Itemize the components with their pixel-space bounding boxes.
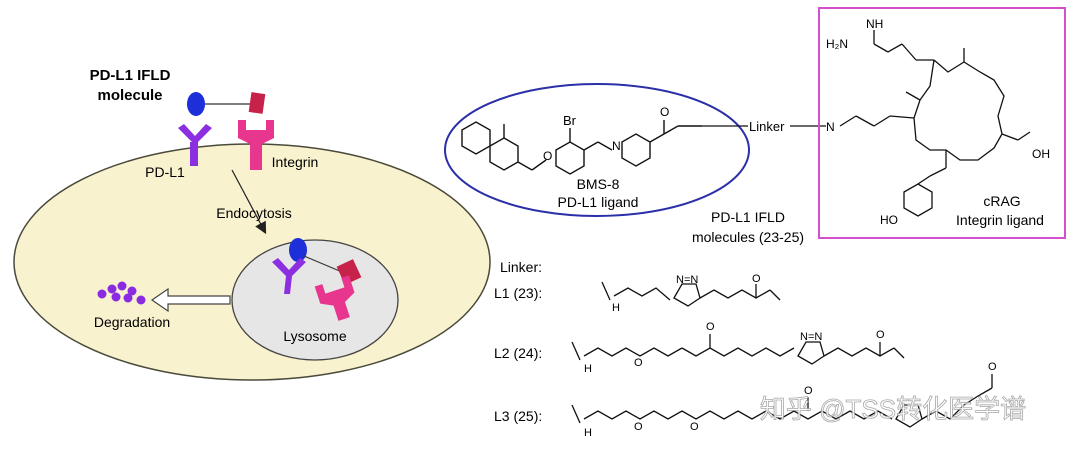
pdl1-ligand-blue [187, 92, 205, 116]
ifld-line1: PD-L1 IFLD [711, 209, 785, 225]
lysosome-label: Lysosome [283, 328, 347, 344]
lysosome-pdl1 [272, 238, 307, 294]
bromo-label: Br [563, 113, 577, 128]
degradation-dots [97, 281, 146, 305]
ifld-line2: molecules (23-25) [692, 229, 804, 245]
bms-carbonyl-o: O [660, 105, 669, 119]
crag-nh-top: NH [866, 17, 883, 31]
watermark: 知乎 @TSS转化医学谱 [760, 394, 1026, 424]
linker-l2-structure [571, 334, 905, 365]
linker-l2-o-ether: O [634, 357, 643, 369]
integrin-ligand-red [248, 92, 266, 114]
endocytosis-label: Endocytosis [216, 205, 291, 221]
linker-l1-structure [601, 281, 781, 307]
linker-l3-h: H [584, 427, 592, 439]
linker-l3-structure [571, 374, 993, 428]
linker-l1-triazole: N=N [676, 274, 698, 286]
linker-l1-o: O [752, 273, 761, 285]
pdl1-ligand-label: PD-L1 ligand [558, 194, 639, 210]
linker-l3-label: L3 (25): [494, 408, 542, 424]
linker-l3-o-amide: O [804, 385, 813, 397]
crag-h2n: H₂N [826, 37, 848, 51]
molecule-title-line1: PD-L1 IFLD [90, 67, 171, 84]
pdl1-ligand-ellipse [444, 83, 750, 217]
linker-l2-h: H [584, 363, 592, 375]
linker-l1-h: H [612, 302, 620, 314]
integrin-receptor [238, 120, 274, 170]
linker-l2-triazole: N=N [800, 331, 822, 343]
integrin-label: Integrin [272, 154, 319, 170]
linker-l1-label: L1 (23): [494, 285, 542, 301]
lysosome-integrin [314, 259, 362, 321]
linker-l2-o-amide: O [706, 321, 715, 333]
crag-label: cRAG [983, 193, 1020, 209]
bms-o-atom: O [543, 149, 552, 163]
degradation-label: Degradation [94, 314, 170, 330]
integrin-ligand-label: Integrin ligand [956, 212, 1044, 228]
linker-l3-o-end: O [988, 361, 997, 373]
pdl1-receptor [178, 124, 212, 166]
linker-l3-o-ether1: O [634, 421, 643, 433]
linker-l2-o-end: O [876, 329, 885, 341]
endocytosis-arrow [231, 169, 267, 235]
bms8-structure [461, 120, 702, 175]
integrin-ligand-box [818, 7, 1066, 239]
crag-ho: HO [880, 213, 898, 227]
crag-oh: OH [1032, 147, 1050, 161]
bms8-label: BMS-8 [577, 176, 620, 192]
pdl1-label: PD-L1 [145, 164, 185, 180]
lysosome-link-line [303, 255, 343, 273]
bms-n-atom: N [612, 139, 621, 153]
crag-n-linker: N [826, 120, 835, 134]
linker-l2-label: L2 (24): [494, 345, 542, 361]
degradation-arrow [150, 287, 231, 313]
linker-label: Linker [749, 119, 785, 134]
crag-structure [839, 30, 1031, 217]
molecule-title-line2: molecule [97, 87, 162, 104]
linker-header: Linker: [500, 259, 542, 275]
linker-l3-o-ether2: O [690, 421, 699, 433]
